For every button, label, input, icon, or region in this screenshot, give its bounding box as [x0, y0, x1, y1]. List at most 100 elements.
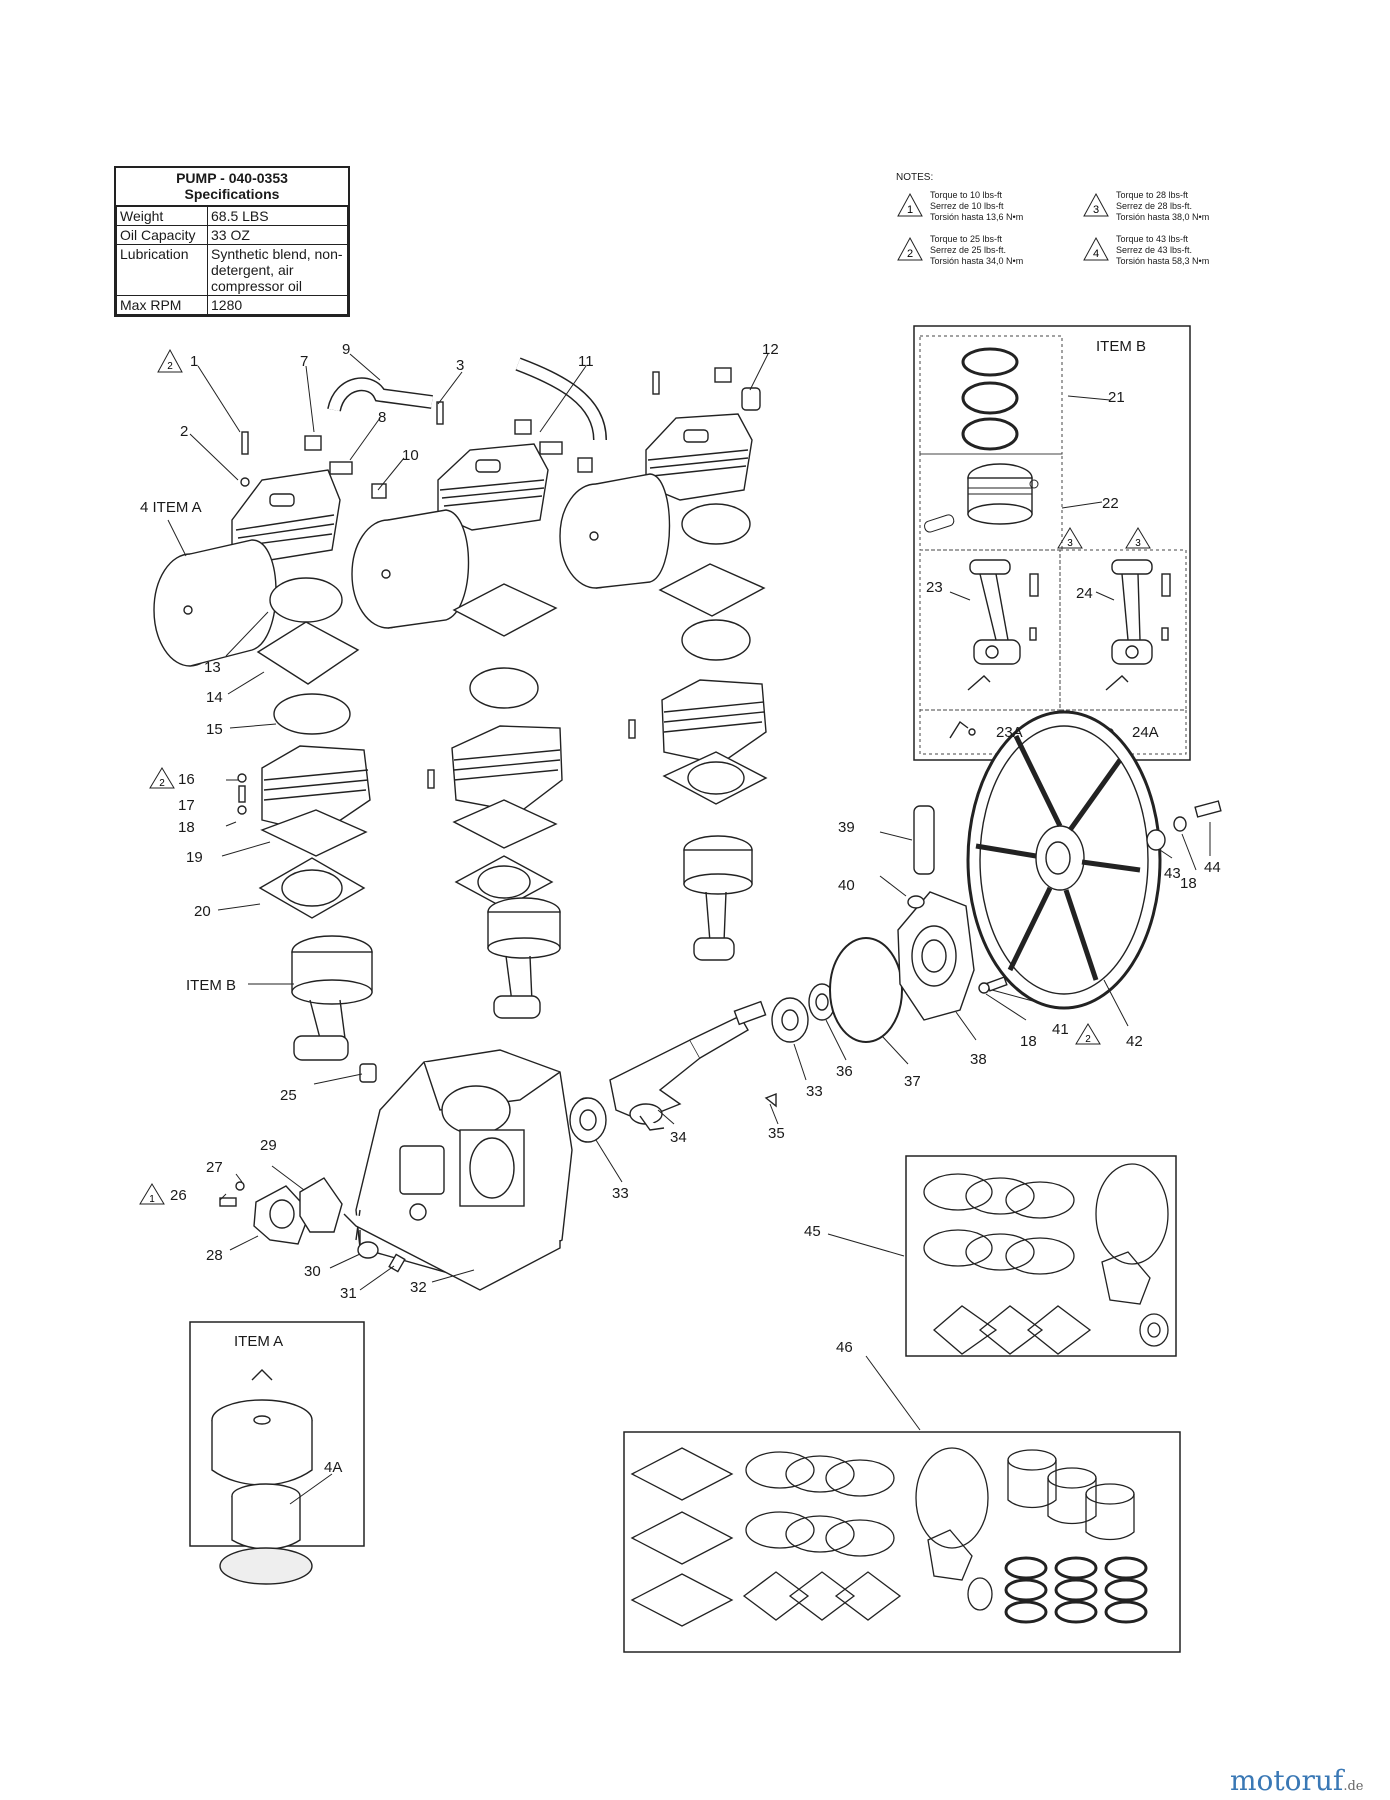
- svg-text:3: 3: [1067, 538, 1073, 549]
- callout-label: 3: [456, 357, 464, 374]
- callout-label: 39: [838, 819, 855, 836]
- leader-lines: [167, 353, 1211, 1505]
- callout-label: 13: [204, 659, 221, 676]
- callout-label: 28: [206, 1247, 223, 1264]
- warning-triangle-icon: 2: [1075, 1023, 1101, 1045]
- note-line: Torque to 43 lbs-ft: [1116, 234, 1189, 244]
- warning-triangle-icon: 1: [139, 1183, 165, 1205]
- watermark-suffix: .de: [1343, 1779, 1364, 1794]
- spec-row: Max RPM 1280: [116, 295, 348, 315]
- callout-label: 26: [170, 1187, 187, 1204]
- callout-label: 42: [1126, 1033, 1143, 1050]
- svg-text:2: 2: [159, 778, 165, 789]
- callout-label: 40: [838, 877, 855, 894]
- callout-label: 29: [260, 1137, 277, 1154]
- spec-value: 33 OZ: [207, 225, 348, 245]
- callout-label: 9: [342, 341, 350, 358]
- callout-label: 31: [340, 1285, 357, 1302]
- svg-text:3: 3: [1093, 204, 1099, 216]
- svg-text:1: 1: [149, 1194, 155, 1205]
- watermark-brand: motoruf: [1230, 1764, 1344, 1797]
- notes-title: NOTES:: [896, 172, 934, 183]
- svg-text:1: 1: [907, 204, 913, 216]
- callout-label: 22: [1102, 495, 1119, 512]
- warning-triangle-icon: 1: [897, 192, 923, 217]
- spec-row: Weight 68.5 LBS: [116, 206, 348, 226]
- callout-label: 45: [804, 1223, 821, 1240]
- note-line: Serrez de 28 lbs-ft.: [1116, 201, 1193, 211]
- callout-label: 12: [762, 341, 779, 358]
- spec-subtitle: Specifications: [184, 186, 280, 202]
- callout-label: 44: [1204, 859, 1221, 876]
- note-line: Torsión hasta 13,6 N•m: [930, 212, 1024, 222]
- callout-label: 18: [1020, 1033, 1037, 1050]
- callout-label: 17: [178, 797, 195, 814]
- spec-rows: Weight 68.5 LBS Oil Capacity 33 OZ Lubri…: [116, 206, 348, 315]
- spec-label: Oil Capacity: [116, 225, 208, 245]
- callout-label: 27: [206, 1159, 223, 1176]
- note-line: Serrez de 10 lbs-ft: [930, 201, 1004, 211]
- item-a-box: ITEM A: [189, 1321, 365, 1585]
- warning-triangle-icon: 3: [1083, 192, 1109, 217]
- gasket-stacks: [237, 503, 768, 1061]
- warning-triangle-icon: 3: [1057, 527, 1083, 549]
- callout-labels: 1 2 4 ITEM A 7 8 9 10 3 11 12 13 14 15 1…: [140, 341, 1221, 1476]
- diagram-warning-icons: 2 2 3 3 1 2: [139, 348, 1151, 1205]
- callout-label: 36: [836, 1063, 853, 1080]
- callout-label: 24: [1076, 585, 1093, 602]
- svg-text:2: 2: [1085, 1034, 1091, 1045]
- spec-value: 68.5 LBS: [207, 206, 348, 226]
- callout-label: 33: [806, 1083, 823, 1100]
- callout-label: 20: [194, 903, 211, 920]
- callout-label: 2: [180, 423, 188, 440]
- callout-label: 30: [304, 1263, 321, 1280]
- callout-label: 21: [1108, 389, 1125, 406]
- cylinder-heads: [153, 357, 761, 667]
- warning-triangle-icon: 2: [897, 236, 923, 261]
- callout-label: 10: [402, 447, 419, 464]
- warning-triangle-icon: 3: [1125, 527, 1151, 549]
- item-b-title: ITEM B: [1096, 338, 1146, 355]
- callout-label: 43: [1164, 865, 1181, 882]
- svg-text:2: 2: [907, 248, 913, 260]
- callout-label: 1: [190, 353, 198, 370]
- item-b-box: ITEM B: [913, 325, 1191, 761]
- callout-label: 4A: [324, 1459, 342, 1476]
- callout-label: 24A: [1132, 724, 1159, 741]
- svg-text:2: 2: [167, 361, 173, 372]
- svg-text:3: 3: [1135, 538, 1141, 549]
- callout-label: 18: [1180, 875, 1197, 892]
- spec-label: Max RPM: [116, 295, 208, 315]
- spec-value: 1280: [207, 295, 348, 315]
- note-line: Serrez de 43 lbs-ft.: [1116, 245, 1193, 255]
- spec-header: PUMP - 040-0353 Specifications: [116, 168, 348, 206]
- torque-notes: NOTES:: [896, 172, 933, 189]
- callout-label: 38: [970, 1051, 987, 1068]
- warning-triangle-icon: 2: [157, 348, 183, 373]
- callout-label: 34: [670, 1129, 687, 1146]
- callout-label: 4 ITEM A: [140, 499, 202, 516]
- callout-label: 16: [178, 771, 195, 788]
- callout-label: 23A: [996, 724, 1023, 741]
- rebuild-kit-46: [623, 1431, 1181, 1653]
- callout-label: 23: [926, 579, 943, 596]
- warning-triangle-icon: 4: [1083, 236, 1109, 261]
- callout-label: 8: [378, 409, 386, 426]
- svg-text:4: 4: [1093, 248, 1099, 260]
- note-line: Torque to 25 lbs-ft: [930, 234, 1003, 244]
- callout-label: 25: [280, 1087, 297, 1104]
- note-line: Torsión hasta 34,0 N•m: [930, 256, 1024, 266]
- spec-row: Oil Capacity 33 OZ: [116, 225, 348, 245]
- watermark-logo: motoruf.de: [1230, 1764, 1363, 1797]
- callout-label: 46: [836, 1339, 853, 1356]
- callout-label: 37: [904, 1073, 921, 1090]
- note-line: Torsión hasta 58,3 N•m: [1116, 256, 1210, 266]
- crankcase-assembly: [219, 710, 1222, 1291]
- warning-triangle-icon: 2: [149, 767, 175, 789]
- callout-label: 15: [206, 721, 223, 738]
- note-line: Torque to 10 lbs-ft: [930, 190, 1003, 200]
- callout-label: 7: [300, 353, 308, 370]
- note-line: Torque to 28 lbs-ft: [1116, 190, 1189, 200]
- note-line: Torsión hasta 38,0 N•m: [1116, 212, 1210, 222]
- callout-label: 11: [578, 353, 594, 370]
